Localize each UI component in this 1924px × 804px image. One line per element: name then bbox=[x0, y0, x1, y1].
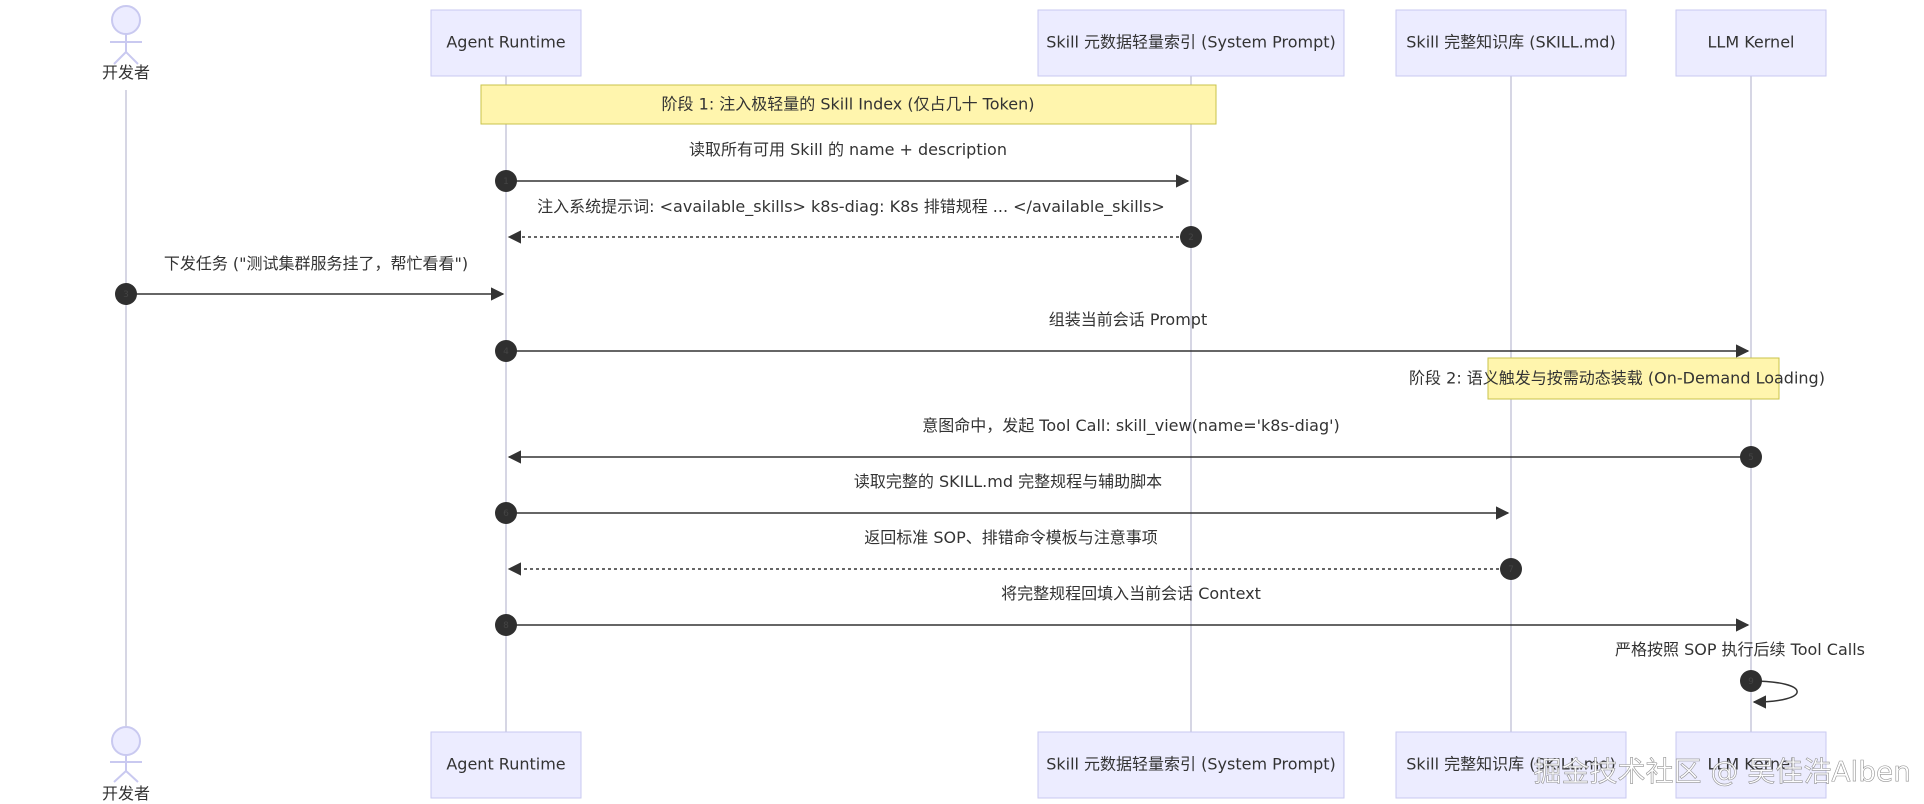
message-6-seq-badge bbox=[495, 502, 517, 524]
note-phase-2-text: 阶段 2: 语义触发与按需动态装载 (On-Demand Loading) bbox=[1409, 369, 1825, 388]
message-8-label: 将完整规程回填入当前会话 Context bbox=[1001, 584, 1261, 603]
participant-llm-bottom-label: LLM Kernel bbox=[1708, 755, 1795, 774]
actor-developer-bottom: 开发者 bbox=[102, 726, 150, 803]
message-9: 严格按照 SOP 执行后续 Tool Calls 9 bbox=[1615, 640, 1865, 709]
participant-llm-label: LLM Kernel bbox=[1708, 33, 1795, 52]
message-6: 读取完整的 SKILL.md 完整规程与辅助脚本 6 bbox=[495, 472, 1510, 524]
note-phase-1-text: 阶段 1: 注入极轻量的 Skill Index (仅占几十 Token) bbox=[662, 95, 1035, 114]
message-6-label: 读取完整的 SKILL.md 完整规程与辅助脚本 bbox=[854, 472, 1162, 491]
participant-store-label: Skill 完整知识库 (SKILL.md) bbox=[1406, 33, 1615, 52]
participant-runtime-bottom-label: Agent Runtime bbox=[446, 755, 565, 774]
participant-store-bottom: Skill 完整知识库 (SKILL.md) bbox=[1395, 731, 1627, 799]
message-4: 组装当前会话 Prompt 4 bbox=[495, 310, 1750, 362]
developer-icon bbox=[110, 726, 142, 783]
message-3-seq-badge bbox=[115, 283, 137, 305]
participant-llm-top: LLM Kernel bbox=[1675, 9, 1827, 77]
developer-icon bbox=[110, 5, 142, 65]
message-1-seq-number: 1 bbox=[503, 177, 509, 187]
participant-runtime-top: Agent Runtime bbox=[430, 9, 582, 77]
message-1-seq-badge bbox=[495, 170, 517, 192]
message-2: 注入系统提示词: <available_skills> k8s-diag: K8… bbox=[507, 197, 1202, 248]
message-9-seq-number: 9 bbox=[1748, 677, 1754, 687]
watermark: 掘金技术社区 @ 吴佳浩Alben bbox=[1534, 755, 1911, 788]
participant-store-bottom-label: Skill 完整知识库 (SKILL.md) bbox=[1406, 755, 1615, 774]
participant-runtime-label: Agent Runtime bbox=[446, 33, 565, 52]
message-3-seq-number: 3 bbox=[123, 290, 129, 300]
participant-index-top: Skill 元数据轻量索引 (System Prompt) bbox=[1037, 9, 1345, 77]
message-8: 将完整规程回填入当前会话 Context 8 bbox=[495, 584, 1750, 636]
actor-developer-bottom-label: 开发者 bbox=[102, 784, 150, 803]
message-2-seq-number: 2 bbox=[1188, 233, 1194, 243]
message-1: 读取所有可用 Skill 的 name + description 1 bbox=[495, 140, 1190, 192]
message-5-seq-number: 5 bbox=[1748, 453, 1754, 463]
message-8-seq-badge bbox=[495, 614, 517, 636]
message-2-seq-badge bbox=[1180, 226, 1202, 248]
participant-index-bottom-label: Skill 元数据轻量索引 (System Prompt) bbox=[1046, 755, 1336, 774]
actor-developer-label: 开发者 bbox=[102, 63, 150, 82]
message-9-self-arrow bbox=[1750, 680, 1798, 709]
message-5-label: 意图命中，发起 Tool Call: skill_view(name='k8s-… bbox=[922, 416, 1340, 436]
participant-index-bottom: Skill 元数据轻量索引 (System Prompt) bbox=[1037, 731, 1345, 799]
message-4-label: 组装当前会话 Prompt bbox=[1049, 310, 1208, 329]
actor-developer-top: 开发者 bbox=[102, 5, 150, 82]
participant-store-top: Skill 完整知识库 (SKILL.md) bbox=[1395, 9, 1627, 77]
message-4-seq-number: 4 bbox=[503, 347, 509, 357]
message-7-seq-badge bbox=[1500, 558, 1522, 580]
message-7-label: 返回标准 SOP、排错命令模板与注意事项 bbox=[864, 528, 1158, 547]
participant-llm-bottom: LLM Kernel bbox=[1675, 731, 1827, 799]
participant-runtime-bottom: Agent Runtime bbox=[430, 731, 582, 799]
message-1-label: 读取所有可用 Skill 的 name + description bbox=[689, 140, 1007, 159]
participant-index-label: Skill 元数据轻量索引 (System Prompt) bbox=[1046, 33, 1336, 52]
message-9-label: 严格按照 SOP 执行后续 Tool Calls bbox=[1615, 640, 1865, 659]
message-4-seq-badge bbox=[495, 340, 517, 362]
message-2-label: 注入系统提示词: <available_skills> k8s-diag: K8… bbox=[537, 197, 1165, 217]
message-8-seq-number: 8 bbox=[503, 621, 509, 631]
note-phase-2: 阶段 2: 语义触发与按需动态装载 (On-Demand Loading) bbox=[1409, 357, 1825, 400]
note-phase-1: 阶段 1: 注入极轻量的 Skill Index (仅占几十 Token) bbox=[480, 84, 1217, 125]
message-3-label: 下发任务 ("测试集群服务挂了，帮忙看看") bbox=[164, 254, 468, 273]
message-5: 意图命中，发起 Tool Call: skill_view(name='k8s-… bbox=[507, 416, 1762, 468]
message-3: 下发任务 ("测试集群服务挂了，帮忙看看") 3 bbox=[115, 254, 505, 305]
message-9-seq-badge bbox=[1740, 670, 1762, 692]
message-7-seq-number: 7 bbox=[1508, 565, 1514, 575]
message-5-seq-badge bbox=[1740, 446, 1762, 468]
message-6-seq-number: 6 bbox=[503, 509, 509, 519]
message-7: 返回标准 SOP、排错命令模板与注意事项 7 bbox=[507, 528, 1522, 580]
